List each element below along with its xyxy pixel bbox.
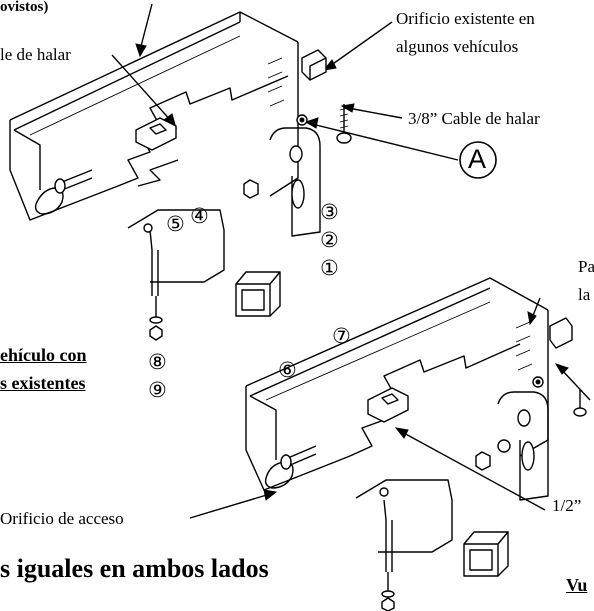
label-right-fragment-pa: Pa (578, 257, 594, 276)
label-right-fragment-la: la (578, 285, 591, 304)
callout-a-letter: A (468, 144, 487, 174)
callout-2: ② (320, 228, 339, 252)
label-pull-cable-left: le de halar (0, 45, 71, 64)
callout-8: ⑧ (148, 350, 167, 374)
lower-frame-rail (245, 277, 587, 611)
callout-a-circle (459, 141, 497, 179)
leader-lines (111, 3, 591, 519)
callout-3: ③ (320, 200, 339, 224)
upper-frame-rail (9, 11, 352, 341)
label-existing-hole-line2: algunos vehículos (396, 37, 519, 56)
label-top-left-fragment: ovistos) (0, 0, 49, 15)
label-half-inch: 1/2” (552, 496, 582, 515)
callout-7: ⑦ (332, 324, 351, 348)
callout-9: ⑨ (148, 378, 167, 402)
label-both-sides: s iguales en ambos lados (0, 554, 269, 583)
label-vehicle-with: ehículo con (0, 345, 87, 365)
callout-6: ⑥ (278, 358, 297, 382)
label-pull-cable-38: 3/8” Cable de halar (408, 109, 540, 128)
callout-5: ⑤ (166, 212, 185, 236)
callout-1: ① (320, 256, 339, 280)
label-existing-hole: Orificio existente en (396, 9, 535, 28)
label-existing-holes: s existentes (0, 373, 86, 393)
label-access-hole: Orificio de acceso (0, 509, 124, 528)
label-view-fragment: Vu (566, 575, 588, 595)
callout-4: ④ (190, 204, 209, 228)
